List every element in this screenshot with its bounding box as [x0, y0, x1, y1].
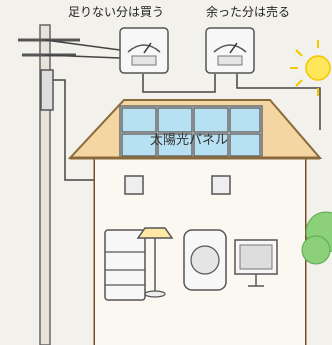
label-sell-surplus: 余った分は売る: [206, 5, 291, 19]
label-solar-panel: 太陽光パネル: [150, 133, 229, 148]
washing-machine-icon: [183, 229, 227, 291]
tree-icon: [301, 211, 332, 265]
solar-panel-icon: [119, 105, 263, 159]
sun-icon: [290, 40, 331, 96]
label-buy-shortfall: 足りない分は買う: [68, 5, 165, 19]
monitor-icon: [234, 239, 278, 287]
meter-buy-icon: [119, 27, 169, 74]
meter-sell-icon: [205, 27, 255, 74]
refrigerator-icon: [104, 229, 146, 301]
distribution-board: [211, 175, 231, 195]
utility-pole-icon: [18, 24, 80, 345]
lamp-icon: [136, 227, 174, 298]
power-conditioner: [124, 175, 144, 195]
